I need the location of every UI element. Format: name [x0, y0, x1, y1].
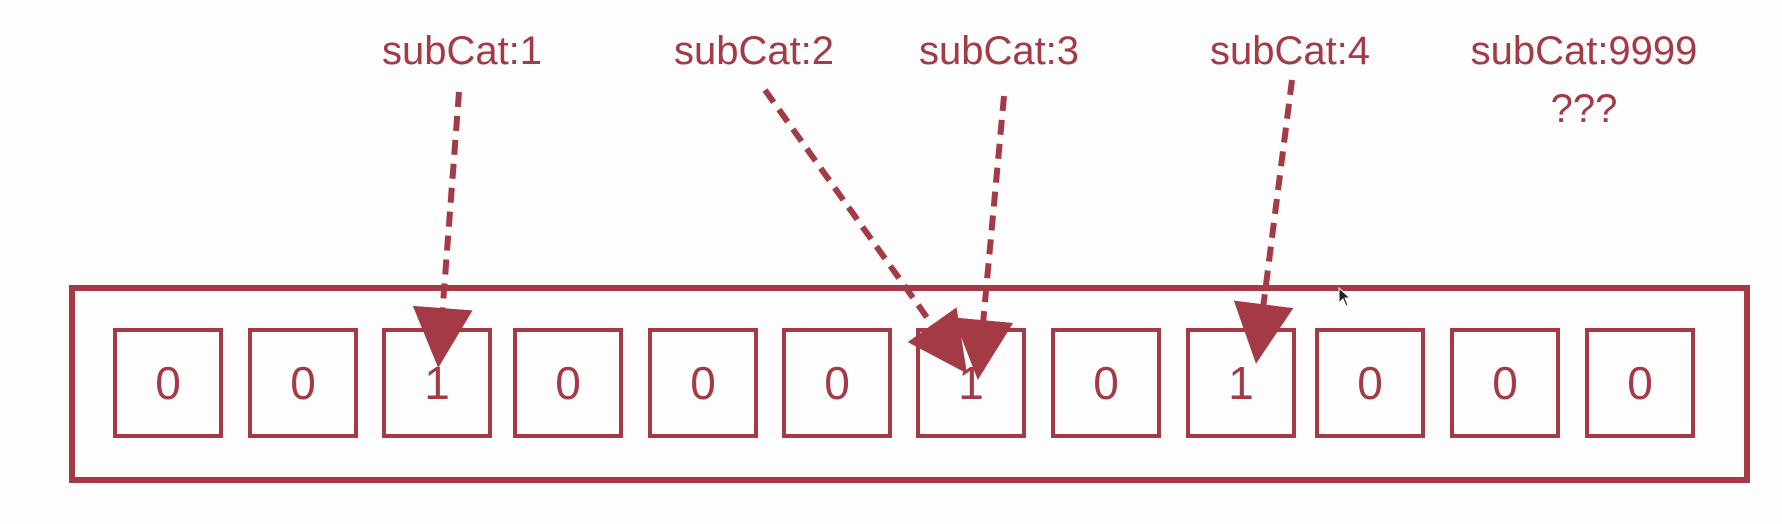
bit-cell-5: 0 — [782, 328, 892, 438]
bit-cell-11: 0 — [1585, 328, 1695, 438]
bit-cell-9: 0 — [1315, 328, 1425, 438]
label-subcat-9999: subCat:9999 ??? — [1471, 22, 1698, 138]
label-subcat-1: subCat:1 — [382, 22, 542, 80]
label-subcat-2-text: subCat:2 — [673, 29, 835, 73]
label-subcat-4: subCat:4 — [1210, 22, 1370, 80]
bit-cell-2: 1 — [382, 328, 492, 438]
bit-cell-10: 0 — [1450, 328, 1560, 438]
bit-cell-0: 0 — [113, 328, 223, 438]
bit-cell-8: 1 — [1186, 328, 1296, 438]
label-subcat-2: subCat:2 — [674, 22, 834, 80]
label-subcat-3: subCat:3 — [919, 22, 1079, 80]
bit-cell-4: 0 — [648, 328, 758, 438]
bit-cell-6: 1 — [916, 328, 1026, 438]
label-subcat-9999-note: ??? — [1550, 87, 1618, 131]
bit-cell-1: 0 — [248, 328, 358, 438]
bit-cell-3: 0 — [513, 328, 623, 438]
label-subcat-9999-text: subCat:9999 — [1470, 29, 1698, 73]
label-subcat-3-text: subCat:3 — [918, 29, 1080, 73]
label-subcat-4-text: subCat:4 — [1209, 29, 1371, 73]
mouse-pointer-icon — [1338, 287, 1352, 307]
label-subcat-1-text: subCat:1 — [381, 29, 543, 73]
bit-cell-7: 0 — [1051, 328, 1161, 438]
